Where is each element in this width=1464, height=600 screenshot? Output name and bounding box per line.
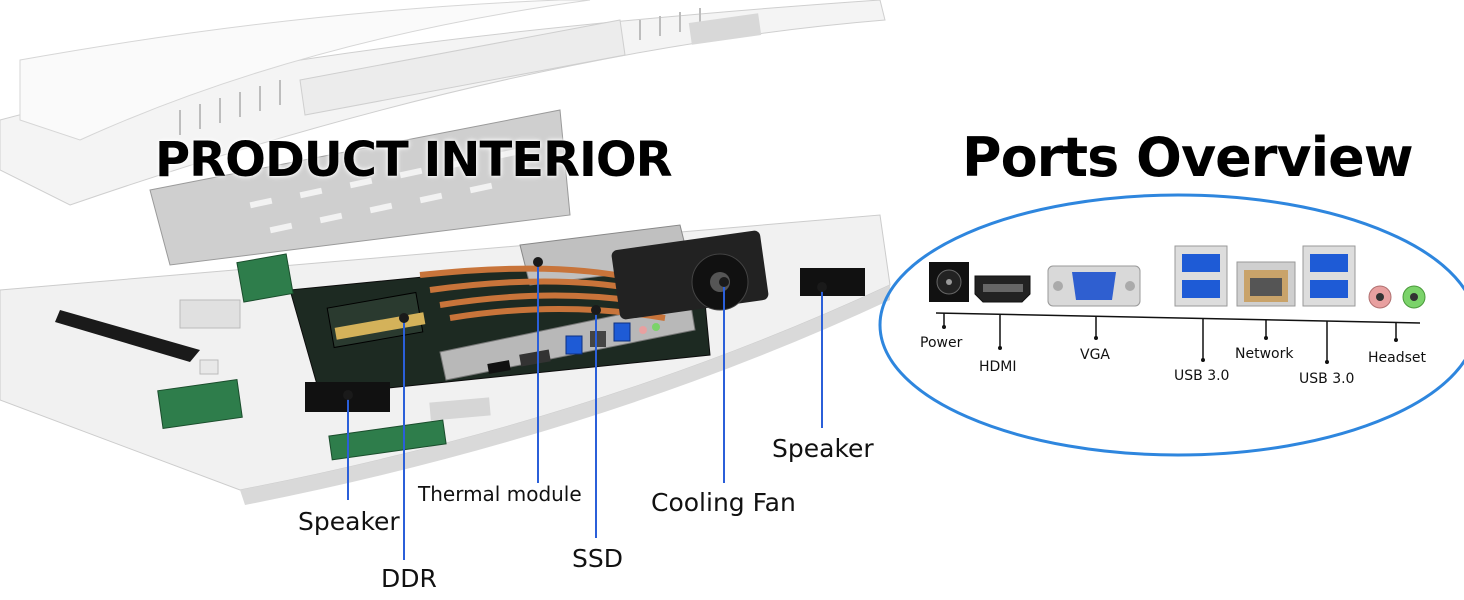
callout-speaker-left: Speaker — [298, 507, 400, 536]
interior-title: PRODUCT INTERIOR — [155, 132, 673, 188]
metal-shield — [149, 109, 571, 266]
callout-speaker-right: Speaker — [772, 434, 874, 463]
callout-ddr: DDR — [381, 564, 437, 593]
ports-ellipse — [878, 193, 1464, 457]
port-label-usb-right: USB 3.0 — [1299, 371, 1355, 387]
port-label-vga: VGA — [1080, 347, 1111, 363]
vga-port-icon — [1047, 265, 1141, 307]
usb-port-left-icon — [1174, 245, 1228, 307]
hdmi-port-icon — [974, 275, 1031, 303]
usb-board — [157, 379, 243, 429]
port-label-hdmi: HDMI — [979, 359, 1017, 375]
cooling-fan — [611, 230, 769, 320]
power-board — [236, 253, 294, 303]
monitor-bezel — [0, 0, 886, 206]
callout-cooling-fan: Cooling Fan — [651, 488, 796, 517]
callout-ssd: SSD — [572, 544, 623, 573]
port-label-power: Power — [920, 335, 963, 351]
callout-thermal-module: Thermal module — [418, 482, 582, 506]
headset-port-icon — [1368, 285, 1426, 309]
usb-port-right-icon — [1302, 245, 1356, 307]
network-port-icon — [1236, 261, 1296, 307]
ports-title: Ports Overview — [962, 126, 1414, 189]
speaker-right-unit — [800, 268, 865, 296]
button-board — [328, 419, 447, 461]
port-label-headset: Headset — [1368, 350, 1427, 366]
power-port-icon — [929, 262, 969, 302]
port-label-usb-left: USB 3.0 — [1174, 368, 1230, 384]
port-label-network: Network — [1235, 346, 1294, 362]
